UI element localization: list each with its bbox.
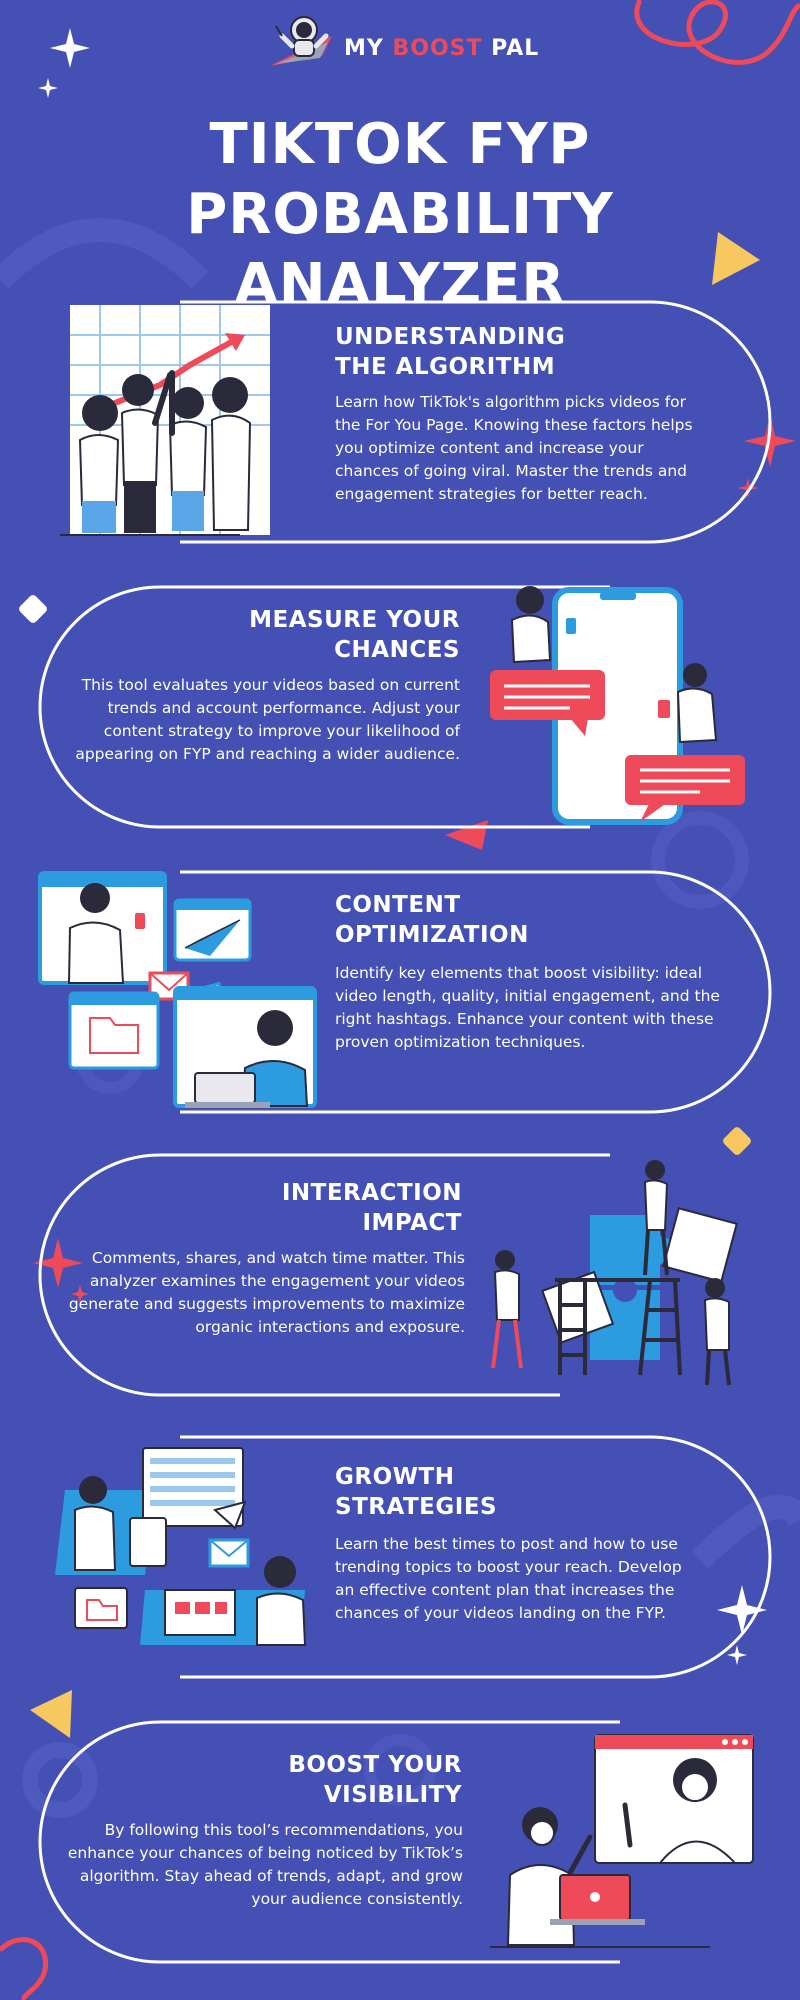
section-6-heading-line-2: VISIBILITY — [323, 1782, 462, 1808]
team-high-five-illustration — [60, 305, 270, 536]
section-1-heading-line-1: UNDERSTANDING — [335, 324, 566, 350]
section-5-heading-line-2: STRATEGIES — [335, 1494, 498, 1520]
logo-word-my: MY — [344, 36, 393, 61]
frame-2 — [38, 585, 610, 829]
title-line-2: ANALYZER — [234, 252, 566, 317]
section-3-heading: CONTENT OPTIMIZATION — [335, 890, 665, 950]
section-4-body: Comments, shares, and watch time matter.… — [68, 1249, 465, 1336]
yellow-triangle-top — [712, 232, 760, 285]
puzzle-team-illustration — [491, 1160, 738, 1386]
section-2-body: This tool evaluates your videos based on… — [75, 676, 460, 763]
section-2-heading: MEASURE YOUR CHANCES — [120, 605, 460, 665]
frame-4 — [38, 1153, 610, 1397]
title-line-1: TIKTOK FYP PROBABILITY — [186, 112, 614, 247]
yellow-diamond — [723, 1127, 751, 1155]
section-6-heading: BOOST YOUR VISIBILITY — [110, 1750, 462, 1810]
section-3-heading-line-2: OPTIMIZATION — [335, 922, 529, 948]
astronaut-rocket-icon — [270, 16, 332, 66]
section-5-body: Learn the best times to post and how to … — [335, 1535, 682, 1622]
email-exchange-illustration — [38, 871, 317, 1108]
online-marketing-illustration — [55, 1447, 307, 1646]
white-diamond — [19, 595, 47, 623]
yellow-triangle-bottom — [30, 1690, 72, 1738]
sparkle-icons — [38, 28, 767, 1665]
red-swirl-top — [634, 0, 800, 65]
red-swirl-bottom — [0, 1937, 48, 2000]
section-2-heading-line-2: CHANCES — [334, 637, 460, 663]
frame-5 — [180, 1435, 772, 1679]
section-6-body: By following this tool’s recommendations… — [67, 1821, 463, 1908]
logo-word-pal: PAL — [482, 36, 540, 61]
logo: MY BOOST PAL — [262, 6, 542, 74]
logo-word-boost: BOOST — [392, 36, 483, 61]
section-4-heading-line-1: INTERACTION — [281, 1180, 462, 1206]
section-1-heading-line-2: THE ALGORITHM — [335, 354, 556, 380]
page-title: TIKTOK FYP PROBABILITY ANALYZER — [40, 110, 760, 320]
section-3-heading-line-1: CONTENT — [335, 892, 461, 918]
frame-3 — [180, 870, 772, 1114]
section-5-heading: GROWTH STRATEGIES — [335, 1462, 665, 1522]
section-2-heading-line-1: MEASURE YOUR — [249, 607, 460, 633]
frame-6 — [38, 1720, 620, 1964]
phone-chat-illustration — [490, 586, 745, 825]
video-call-illustration — [490, 1734, 754, 1948]
section-4-heading-line-2: IMPACT — [362, 1210, 462, 1236]
section-4-heading: INTERACTION IMPACT — [110, 1178, 462, 1238]
section-6-heading-line-1: BOOST YOUR — [288, 1752, 462, 1778]
section-1-body: Learn how TikTok's algorithm picks video… — [335, 393, 693, 503]
section-3-body: Identify key elements that boost visibil… — [335, 964, 720, 1051]
section-1-heading: UNDERSTANDING THE ALGORITHM — [335, 322, 665, 382]
logo-text: MY BOOST PAL — [344, 36, 539, 61]
frame-1 — [180, 300, 772, 544]
section-5-heading-line-1: GROWTH — [335, 1464, 455, 1490]
